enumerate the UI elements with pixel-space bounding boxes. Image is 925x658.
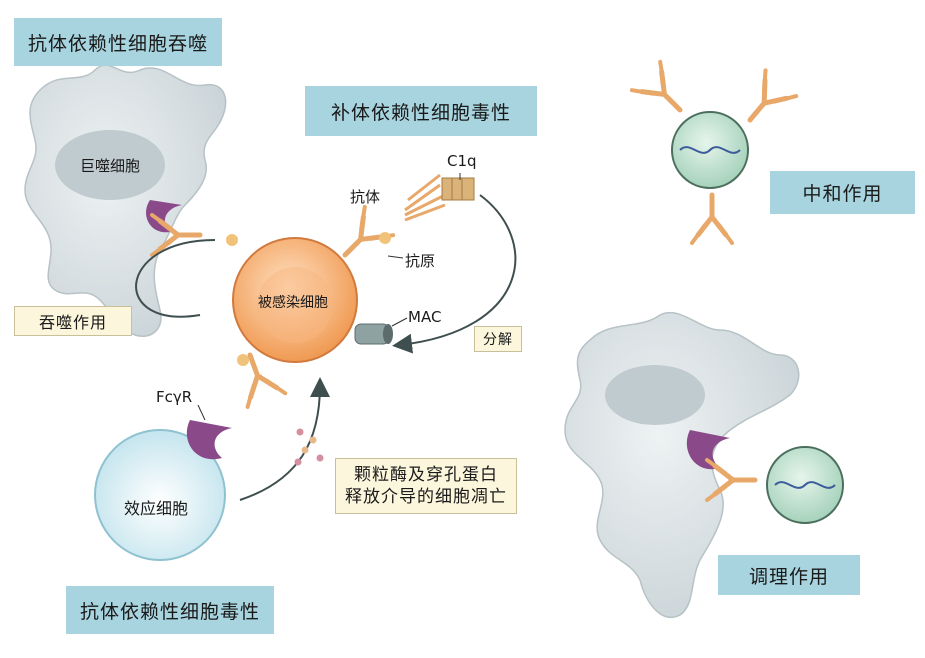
- granules: [294, 428, 324, 466]
- cdc-title: 补体依赖性细胞毒性: [330, 101, 511, 124]
- fcgr-receptor: [186, 420, 232, 460]
- antigen-dot: [226, 234, 238, 246]
- antibody-n1: [632, 62, 694, 124]
- granule-note-box: 颗粒酶及穿孔蛋白 释放介导的细胞凋亡: [335, 458, 517, 514]
- granule-line-1: 颗粒酶及穿孔蛋白: [354, 465, 498, 485]
- neutralization-title: 中和作用: [802, 183, 883, 205]
- adcp-label-box: 抗体依赖性细胞吞噬: [14, 18, 222, 66]
- infected-cell-label: 被感染细胞: [258, 295, 328, 311]
- adcc-title: 抗体依赖性细胞毒性: [79, 600, 260, 623]
- leader-antigen: [387, 255, 404, 259]
- antibody-n2: [735, 70, 796, 132]
- antigen-label: 抗原: [405, 252, 436, 270]
- virus-neutralization: [671, 111, 749, 189]
- phagocytosis-title: 吞噬作用: [38, 313, 107, 332]
- lysis-label-box: 分解: [474, 326, 522, 352]
- macrophage-label: 巨噬细胞: [80, 157, 141, 175]
- effector-cell-label: 效应细胞: [124, 499, 189, 518]
- adcp-title: 抗体依赖性细胞吞噬: [27, 32, 208, 55]
- antibody-label: 抗体: [350, 188, 381, 206]
- adcc-arrow: [239, 377, 330, 501]
- leader-fcgr: [197, 404, 206, 421]
- cdc-arrow: [392, 194, 517, 354]
- lysis-title: 分解: [483, 332, 513, 348]
- opsonization-title: 调理作用: [748, 565, 829, 588]
- leader-mac: [391, 317, 408, 327]
- mac-label: MAC: [408, 308, 442, 326]
- fcgr-label: FcγR: [156, 388, 193, 406]
- antibody-n3: [692, 195, 732, 243]
- macrophage-cell-bottom: [564, 312, 800, 618]
- virus-opsonization: [766, 446, 844, 524]
- opsonization-label-box: 调理作用: [718, 555, 860, 595]
- neutralization-label-box: 中和作用: [770, 171, 915, 214]
- c1q-complex: [404, 173, 475, 222]
- adcc-label-box: 抗体依赖性细胞毒性: [66, 586, 274, 634]
- cdc-label-box: 补体依赖性细胞毒性: [305, 86, 537, 136]
- fc-receptor-macrophage: [146, 200, 182, 233]
- macrophage-cell-top: [24, 64, 227, 337]
- phagocytosis-label-box: 吞噬作用: [14, 306, 132, 336]
- c1q-label: C1q: [447, 152, 477, 170]
- fc-receptor-opsonization: [686, 430, 730, 470]
- effector-cell: [94, 429, 226, 561]
- granule-line-2: 释放介导的细胞凋亡: [345, 487, 507, 507]
- phagocytosis-loop: [135, 239, 216, 318]
